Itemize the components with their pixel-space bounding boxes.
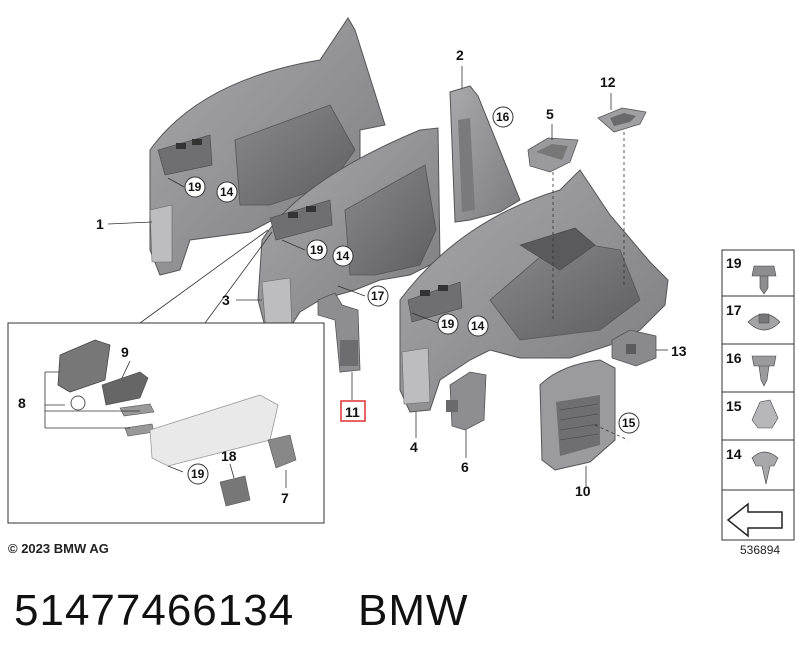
callout-4: 4 <box>410 439 418 455</box>
callout-3: 3 <box>222 292 230 308</box>
clip-14-icon <box>751 451 779 485</box>
copyright-notice: © 2023 BMW AG <box>8 541 109 556</box>
circled-14-d: 14 <box>336 249 350 263</box>
net-pocket-10 <box>539 359 616 471</box>
callout-10: 10 <box>575 483 591 499</box>
screw-16-icon <box>751 355 777 387</box>
trim-panel-3 <box>257 127 441 339</box>
callout-8: 8 <box>18 395 26 411</box>
circled-19-c: 19 <box>310 243 324 257</box>
direction-arrow-icon <box>726 502 783 538</box>
clip-15-icon <box>751 399 779 429</box>
callouts: 1 2 3 4 5 6 7 8 9 10 11 12 13 18 <box>18 47 687 506</box>
brand-name: BMW <box>358 586 469 635</box>
bracket-13 <box>611 329 657 367</box>
circled-19-g: 19 <box>441 317 455 331</box>
fastener-label-16: 16 <box>726 350 742 366</box>
circled-19-a: 19 <box>188 180 202 194</box>
circled-17-e: 17 <box>371 289 385 303</box>
fastener-label-17: 17 <box>726 302 742 318</box>
callout-2: 2 <box>456 47 464 63</box>
callout-6: 6 <box>461 459 469 475</box>
callout-11: 11 <box>345 404 360 420</box>
fastener-panel: 19 17 16 15 14 <box>721 249 795 541</box>
callout-9: 9 <box>121 344 129 360</box>
dashed-guides <box>552 132 629 441</box>
circled-14-h: 14 <box>471 319 485 333</box>
callout-11-highlight <box>340 400 366 422</box>
callout-18: 18 <box>221 448 237 464</box>
detail-inset <box>7 229 325 524</box>
callout-13: 13 <box>671 343 687 359</box>
pillar-trim-2 <box>449 85 521 223</box>
cover-5 <box>527 137 579 173</box>
circled-15-j: 15 <box>622 416 636 430</box>
trim-panel-4 <box>399 169 669 413</box>
circled-14-b: 14 <box>220 185 234 199</box>
part-number: 51477466134 <box>14 586 295 635</box>
circled-references: 19 14 19 14 17 16 19 14 19 15 <box>184 106 640 485</box>
leader-lines <box>107 66 668 488</box>
fastener-label-14: 14 <box>726 446 742 462</box>
callout-7: 7 <box>281 490 289 506</box>
callout-5: 5 <box>546 106 554 122</box>
cover-12 <box>597 107 647 133</box>
fastener-label-19: 19 <box>726 255 742 271</box>
cover-6 <box>446 371 487 431</box>
circled-16-f: 16 <box>496 110 510 124</box>
screw-19-icon <box>751 265 777 295</box>
callout-1: 1 <box>96 216 104 232</box>
circled-19-i: 19 <box>191 467 205 481</box>
callout-12: 12 <box>600 74 616 90</box>
bracket-11 <box>317 292 361 373</box>
drawing-number: 536894 <box>740 543 781 557</box>
fastener-label-15: 15 <box>726 398 742 414</box>
